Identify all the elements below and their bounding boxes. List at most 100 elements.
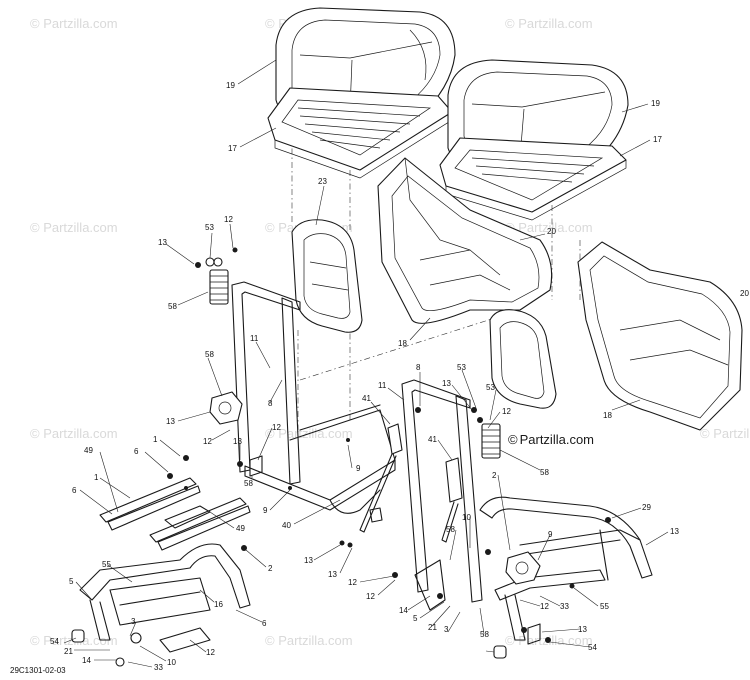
callout-49: 49 — [84, 446, 93, 455]
callout-12: 33 — [560, 602, 569, 611]
callout-13: 9 — [548, 530, 553, 539]
seat-base-right — [439, 137, 627, 221]
watermarks: © Partzilla.com © Partzilla.com © Partzi… — [30, 16, 750, 648]
callout-6: 6 — [262, 619, 267, 628]
callout-13: 13 — [442, 379, 451, 388]
callout-49: 49 — [236, 524, 245, 533]
callout-13: 13 — [233, 437, 242, 446]
callout-58: 2 — [492, 471, 497, 480]
callout-53: 53 — [205, 223, 214, 232]
seat-frame-right — [401, 379, 483, 611]
callout-53: 53 — [486, 383, 495, 392]
seat-shell-right — [577, 241, 743, 431]
watermark: © Partzilla.com — [30, 16, 118, 31]
callout-9: 55 — [600, 602, 609, 611]
callout-5: 21 — [428, 623, 437, 632]
callout-13: 13 — [158, 238, 167, 247]
callout-16: 16 — [214, 600, 223, 609]
callout-41: 41 — [362, 394, 371, 403]
callout-13: 13 — [166, 417, 175, 426]
callout-9: 9 — [356, 464, 361, 473]
callout-6: 6 — [134, 447, 139, 456]
callout-2: 2 — [268, 564, 273, 573]
callout-17: 17 — [653, 135, 662, 144]
slide-rails — [99, 477, 251, 551]
callout-12: 12 — [203, 437, 212, 446]
watermark: © Partzilla.com — [505, 16, 593, 31]
spring-left — [209, 269, 229, 305]
callout-54: 54 — [50, 637, 59, 646]
callout-3: 3 — [131, 617, 136, 626]
backrest-center — [489, 309, 557, 409]
callout-18: 18 — [603, 411, 612, 420]
watermark: © Partzilla.com — [30, 220, 118, 235]
base-frame-right — [479, 496, 653, 641]
callout-12: 12 — [502, 407, 511, 416]
document-id: 29C1301-02-03 — [10, 666, 66, 675]
callout-1: 1 — [94, 473, 99, 482]
callout-12: 12 — [224, 215, 233, 224]
callout-11: 11 — [378, 381, 387, 390]
callout-13: 54 — [588, 643, 597, 652]
callout-1: 1 — [153, 435, 158, 444]
callout-53: 53 — [457, 363, 466, 372]
callout-13: 13 — [328, 570, 337, 579]
watermark: © Partzilla.com — [265, 633, 353, 648]
callout-6: 6 — [72, 486, 77, 495]
callout-33: 14 — [399, 606, 408, 615]
callout-9: 9 — [263, 506, 268, 515]
callout-14: 14 — [82, 656, 91, 665]
callout-58: 13 — [578, 625, 587, 634]
callout-2: 29 — [642, 503, 651, 512]
callout-18: 18 — [398, 339, 407, 348]
watermark-main-text: Partzilla.com — [520, 432, 594, 447]
hardware — [71, 247, 611, 667]
callout-8: 8 — [416, 363, 421, 372]
callout-12: 10 — [462, 513, 471, 522]
watermark: © Partzilla.com — [30, 426, 118, 441]
callout-20: 20 — [547, 227, 556, 236]
callout-58: 58 — [244, 479, 253, 488]
callout-10: 58 — [446, 525, 455, 534]
callout-58: 58 — [168, 302, 177, 311]
callout-20: 20 — [740, 289, 749, 298]
base-frame-left — [79, 543, 251, 653]
callout-40: 40 — [282, 521, 291, 530]
callout-3: 58 — [480, 630, 489, 639]
callout-8: 8 — [268, 399, 273, 408]
seat-base-left — [267, 87, 453, 179]
seat-belts — [359, 423, 463, 543]
callout-19: 19 — [226, 81, 235, 90]
callout-14: 5 — [413, 614, 418, 623]
callout-12: 12 — [366, 592, 375, 601]
watermark-main: ©Partzilla.com — [508, 432, 594, 447]
callout-33: 33 — [154, 663, 163, 672]
callout-11: 11 — [250, 334, 259, 343]
callout-5: 5 — [69, 577, 74, 586]
callout-55: 55 — [102, 560, 111, 569]
callout-58: 58 — [205, 350, 214, 359]
callout-58: 58 — [540, 468, 549, 477]
callout-10: 10 — [167, 658, 176, 667]
watermark: © Partzilla.com — [700, 426, 750, 441]
callout-23: 23 — [318, 177, 327, 186]
callout-21: 21 — [64, 647, 73, 656]
spring-right — [481, 423, 501, 459]
motor-right — [505, 551, 541, 585]
callout-13: 12 — [348, 578, 357, 587]
callout-21: 3 — [444, 625, 449, 634]
backrest — [291, 219, 363, 333]
alignment-lines — [291, 135, 581, 430]
callout-17: 17 — [228, 144, 237, 153]
callout-12: 12 — [272, 423, 281, 432]
callout-12: 13 — [304, 556, 313, 565]
seat-shell-center — [377, 157, 553, 324]
callout-19: 19 — [651, 99, 660, 108]
leader-lines — [63, 59, 669, 668]
callout-55: 12 — [540, 602, 549, 611]
callout-29: 13 — [670, 527, 679, 536]
watermark: © Partzilla.com — [505, 220, 593, 235]
callout-41: 41 — [428, 435, 437, 444]
callout-12: 12 — [206, 648, 215, 657]
